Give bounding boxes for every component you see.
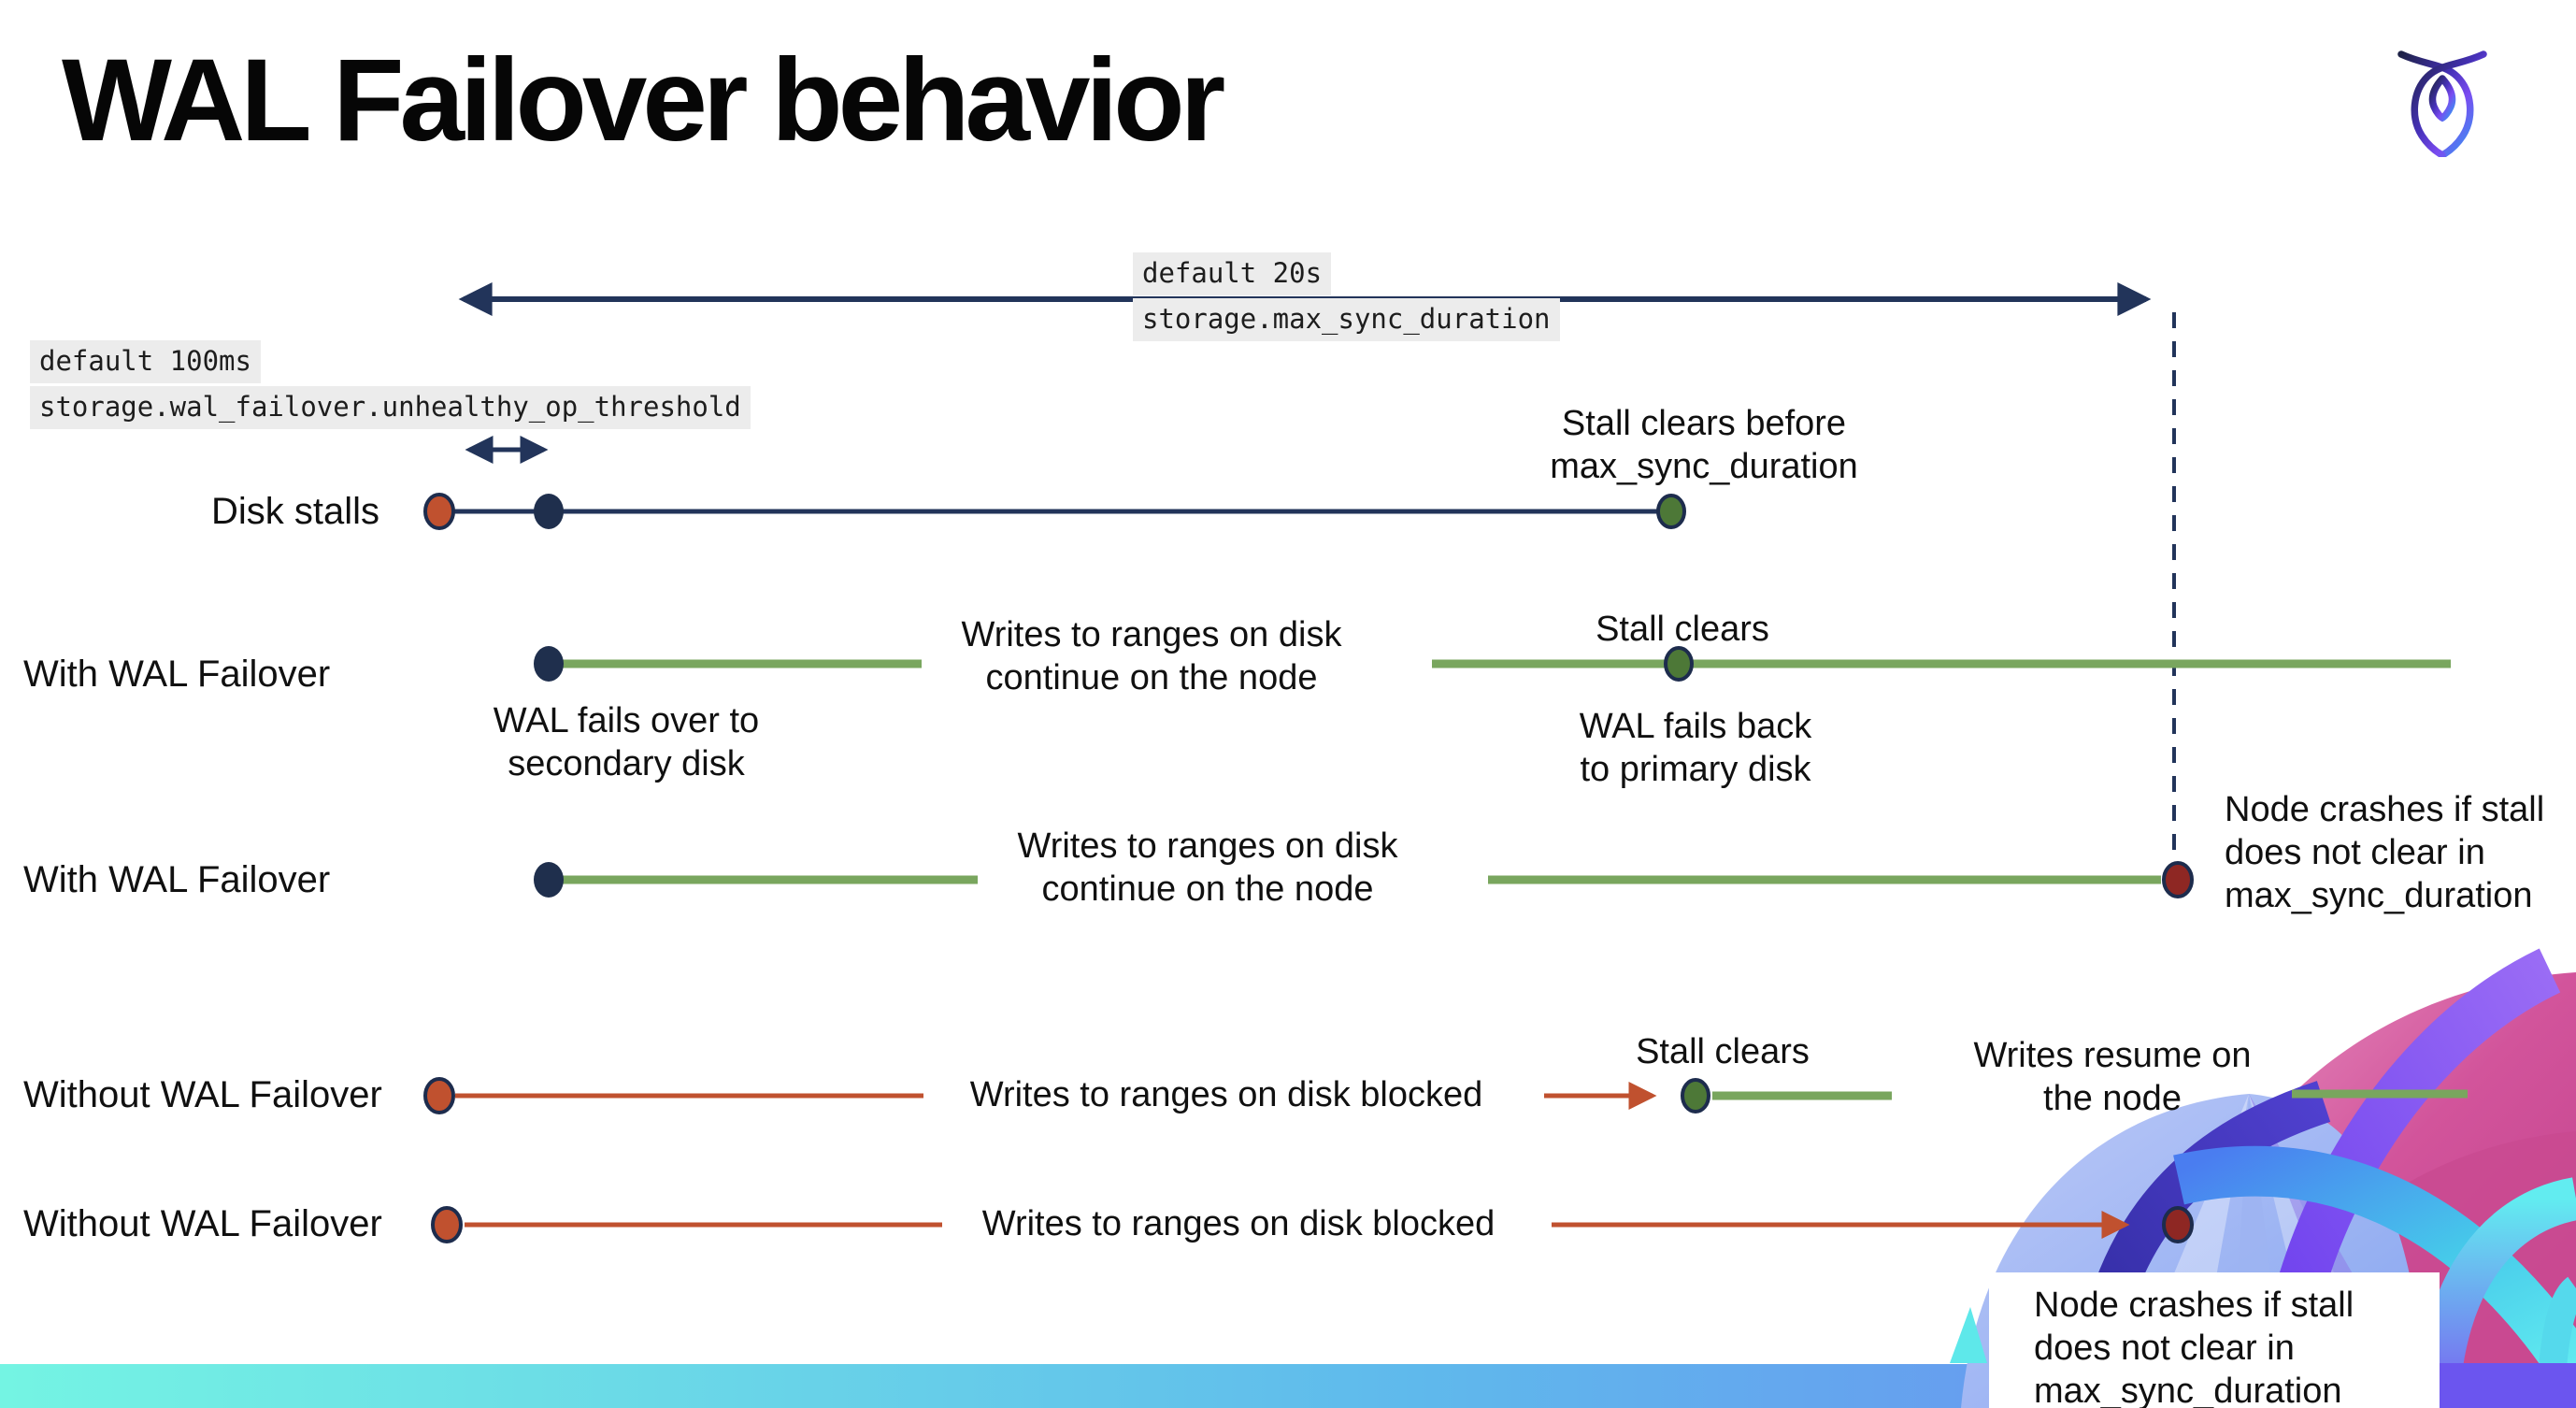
row3-failover-dot — [534, 862, 564, 898]
cockroachdb-logo-icon — [2397, 50, 2487, 157]
row4-stall-clears-note: Stall clears — [1636, 1032, 1810, 1071]
row2-stall-clears-dot — [1664, 646, 1694, 682]
row1-label: Disk stalls — [210, 491, 379, 532]
row5-stall-start-dot — [431, 1206, 463, 1243]
setting-default-value: default 20s — [1133, 252, 1332, 295]
row1-stall-start-dot — [423, 493, 455, 530]
row5-crash-dot — [2162, 1206, 2194, 1243]
row2-writes-note: Writes to ranges on disk continue on the… — [961, 615, 1342, 697]
setting-default-value: default 100ms — [30, 340, 261, 383]
unhealthy-op-threshold-setting: default 100ms storage.wal_failover.unhea… — [30, 340, 751, 432]
row4-resume-note: Writes resume on the node — [1973, 1036, 2252, 1118]
row2-stall-clears-note: Stall clears — [1596, 610, 1769, 649]
row5-writes-note: Writes to ranges on disk blocked — [981, 1204, 1496, 1243]
setting-name: storage.wal_failover.unhealthy_op_thresh… — [30, 386, 751, 429]
row5-label: Without WAL Failover — [23, 1203, 382, 1244]
page-title: WAL Failover behavior — [62, 36, 1225, 165]
row1-stall-clears-note: Stall clears before max_sync_duration — [1550, 404, 1858, 486]
row1-threshold-dot — [534, 494, 564, 529]
setting-name: storage.max_sync_duration — [1133, 298, 1560, 341]
row2-failover-note: WAL fails over to secondary disk — [493, 701, 760, 783]
cyan-band — [2173, 1145, 2576, 1386]
row2-failback-note: WAL fails back to primary disk — [1579, 707, 1812, 789]
row1-stall-clears-dot — [1656, 494, 1686, 529]
max-sync-duration-setting: default 20s storage.max_sync_duration — [1133, 252, 1560, 344]
row3-label: With WAL Failover — [23, 859, 331, 900]
row2-label: With WAL Failover — [23, 654, 331, 695]
row3-writes-note: Writes to ranges on disk continue on the… — [1017, 826, 1398, 909]
row5-crash-note: Node crashes if stall does not clear in … — [2034, 1286, 2354, 1408]
cyan-sliver — [1950, 1307, 1987, 1363]
row3-crash-note: Node crashes if stall does not clear in … — [2225, 790, 2545, 915]
row4-label: Without WAL Failover — [23, 1074, 382, 1115]
row4-stall-clears-dot — [1681, 1078, 1710, 1113]
cyan-arch — [2416, 1177, 2576, 1408]
row4-stall-start-dot — [423, 1077, 455, 1114]
row5-crash-callout-box: Node crashes if stall does not clear in … — [1989, 1272, 2440, 1408]
row2-failover-dot — [534, 646, 564, 682]
row3-crash-dot — [2162, 861, 2194, 898]
row4-writes-note: Writes to ranges on disk blocked — [969, 1075, 1483, 1114]
